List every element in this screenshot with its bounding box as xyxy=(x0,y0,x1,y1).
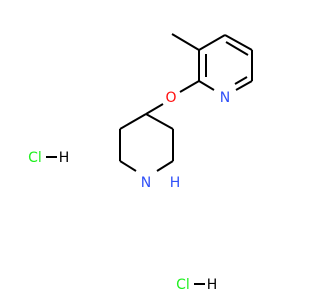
hydrochloride-salt-2: Cl H xyxy=(176,277,217,293)
chlorine-label: Cl xyxy=(176,277,190,293)
hydrogen-label: H xyxy=(59,150,70,166)
bond-c2-o xyxy=(179,80,200,93)
hydrogen-label: H xyxy=(207,277,218,293)
bond-lines xyxy=(46,33,253,285)
bond-pip-c4-c3 xyxy=(119,113,147,130)
bond-pip-n-c6 xyxy=(156,160,174,172)
bond-pip-c5-c4 xyxy=(145,113,174,130)
bond-methyl xyxy=(171,33,200,51)
chlorine-label: Cl xyxy=(28,150,42,166)
bond-c3-c4 xyxy=(198,34,226,51)
bond-c6-n1-double xyxy=(234,76,248,85)
pyridine-nitrogen-label: N xyxy=(220,90,230,106)
oxygen-atom-label: O xyxy=(165,90,176,106)
piperidine-nitrogen-label: N xyxy=(141,175,151,191)
bond-c4-c5 xyxy=(224,34,253,51)
atom-labels: O N N H Cl H Cl H xyxy=(28,90,230,293)
bond-c4-c5-double xyxy=(225,41,249,56)
bond-pip-c2-n xyxy=(119,160,137,172)
bond-o-c4pip xyxy=(145,103,164,115)
chemical-structure: O N N H Cl H Cl H xyxy=(28,33,253,293)
hydrochloride-salt-1: Cl H xyxy=(28,150,69,166)
bond-c6-n1 xyxy=(235,80,253,91)
piperidine-nh-hydrogen-label: H xyxy=(170,175,181,191)
bond-n1-c2 xyxy=(198,80,215,91)
